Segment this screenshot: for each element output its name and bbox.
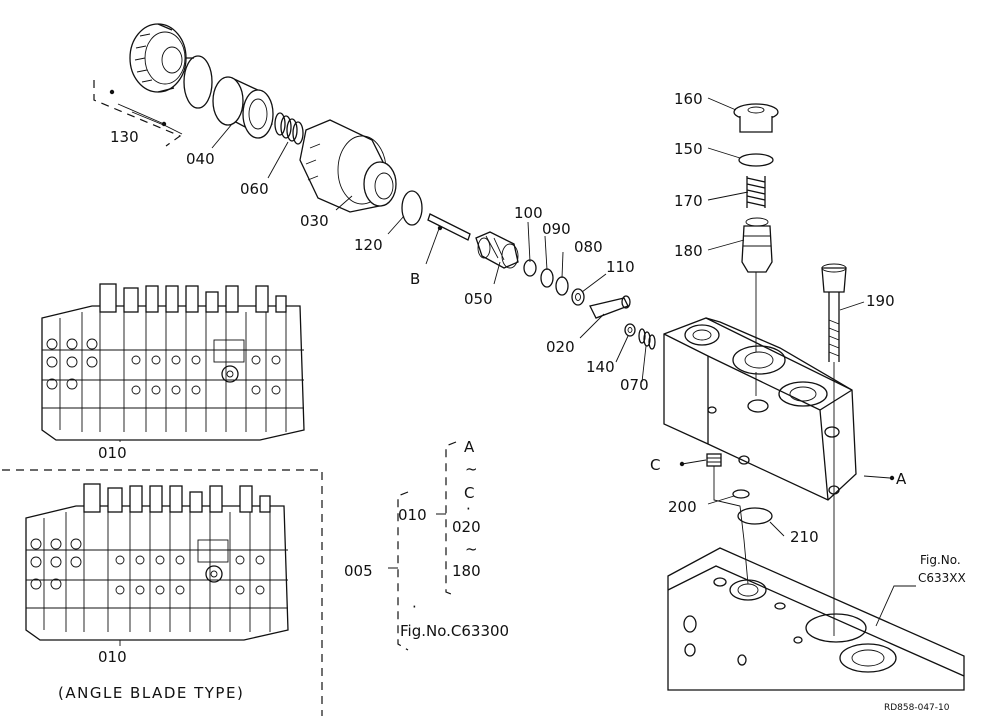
label-part-020: 020 [546,338,575,356]
part-080-ring [555,276,569,296]
part-150-oring [738,153,774,167]
valve-housing [663,317,857,501]
control-valve-stack-upper [41,283,305,441]
label-ref-a: A [896,470,907,488]
fig-no-value: C633XX [918,571,966,585]
drawing-id: RD858-047-10 [884,703,950,713]
part-120-oring [401,190,423,226]
part-040-sleeve [212,76,274,139]
base-block [667,547,965,691]
part-160-plug [733,103,779,133]
part-c-fitting [706,453,722,467]
label-part-040: 040 [186,150,215,168]
label-part-080: 080 [574,238,603,256]
label-part-130: 130 [110,128,139,146]
legend-sub-010: 010 [398,506,427,524]
angle-blade-caption: (ANGLE BLADE TYPE) [58,684,244,702]
part-090-ring [540,268,554,288]
brace-005 [397,491,409,651]
label-part-160: 160 [674,90,703,108]
label-part-200: 200 [668,498,697,516]
label-ref-c: C [650,456,660,474]
part-130-oring [183,55,213,109]
label-part-010-lower: 010 [98,648,127,666]
legend-range-a: A [464,438,475,456]
part-060-spring [274,112,304,145]
part-180-poppet [741,217,773,273]
legend-range-tilde-2: ~ [465,540,478,558]
label-ref-b: B [410,270,420,288]
label-part-060: 060 [240,180,269,198]
legend-assembly-005: 005 [344,562,373,580]
part-170-spring [746,176,766,208]
part-190-bolt [821,263,847,362]
label-part-190: 190 [866,292,895,310]
label-part-210: 210 [790,528,819,546]
label-part-110: 110 [606,258,635,276]
angle-blade-frame [2,469,323,716]
label-part-120: 120 [354,236,383,254]
legend-range-c: C [464,484,474,502]
legend-range-180: 180 [452,562,481,580]
label-part-180: 180 [674,242,703,260]
label-part-030: 030 [300,212,329,230]
part-200-oring [732,489,750,499]
label-part-100: 100 [514,204,543,222]
part-050-spool [475,231,519,269]
label-part-050: 050 [464,290,493,308]
part-110-washer [571,288,585,306]
label-part-170: 170 [674,192,703,210]
legend-fig-dot: · [412,598,417,616]
legend-fig-ref: Fig.No.C63300 [400,622,509,640]
brace-010 [445,441,457,597]
part-rod-b [427,213,471,241]
label-part-090: 090 [542,220,571,238]
label-part-140: 140 [586,358,615,376]
part-030-body [299,119,397,213]
control-valve-stack-lower [25,483,289,641]
part-130-plug [129,23,194,93]
assembly-axis-lines [713,272,835,636]
part-210-oring [737,507,773,525]
part-020-poppet [589,295,631,319]
legend-range-tilde-1: ~ [465,460,478,478]
part-070-spring [638,328,656,350]
label-part-070: 070 [620,376,649,394]
legend-range-dot: · [466,500,471,518]
fig-no-label: Fig.No. [920,553,961,567]
legend-range-020: 020 [452,518,481,536]
part-100-ring [523,259,537,277]
label-part-150: 150 [674,140,703,158]
label-part-010-upper: 010 [98,444,127,462]
part-140-washer [624,323,636,337]
